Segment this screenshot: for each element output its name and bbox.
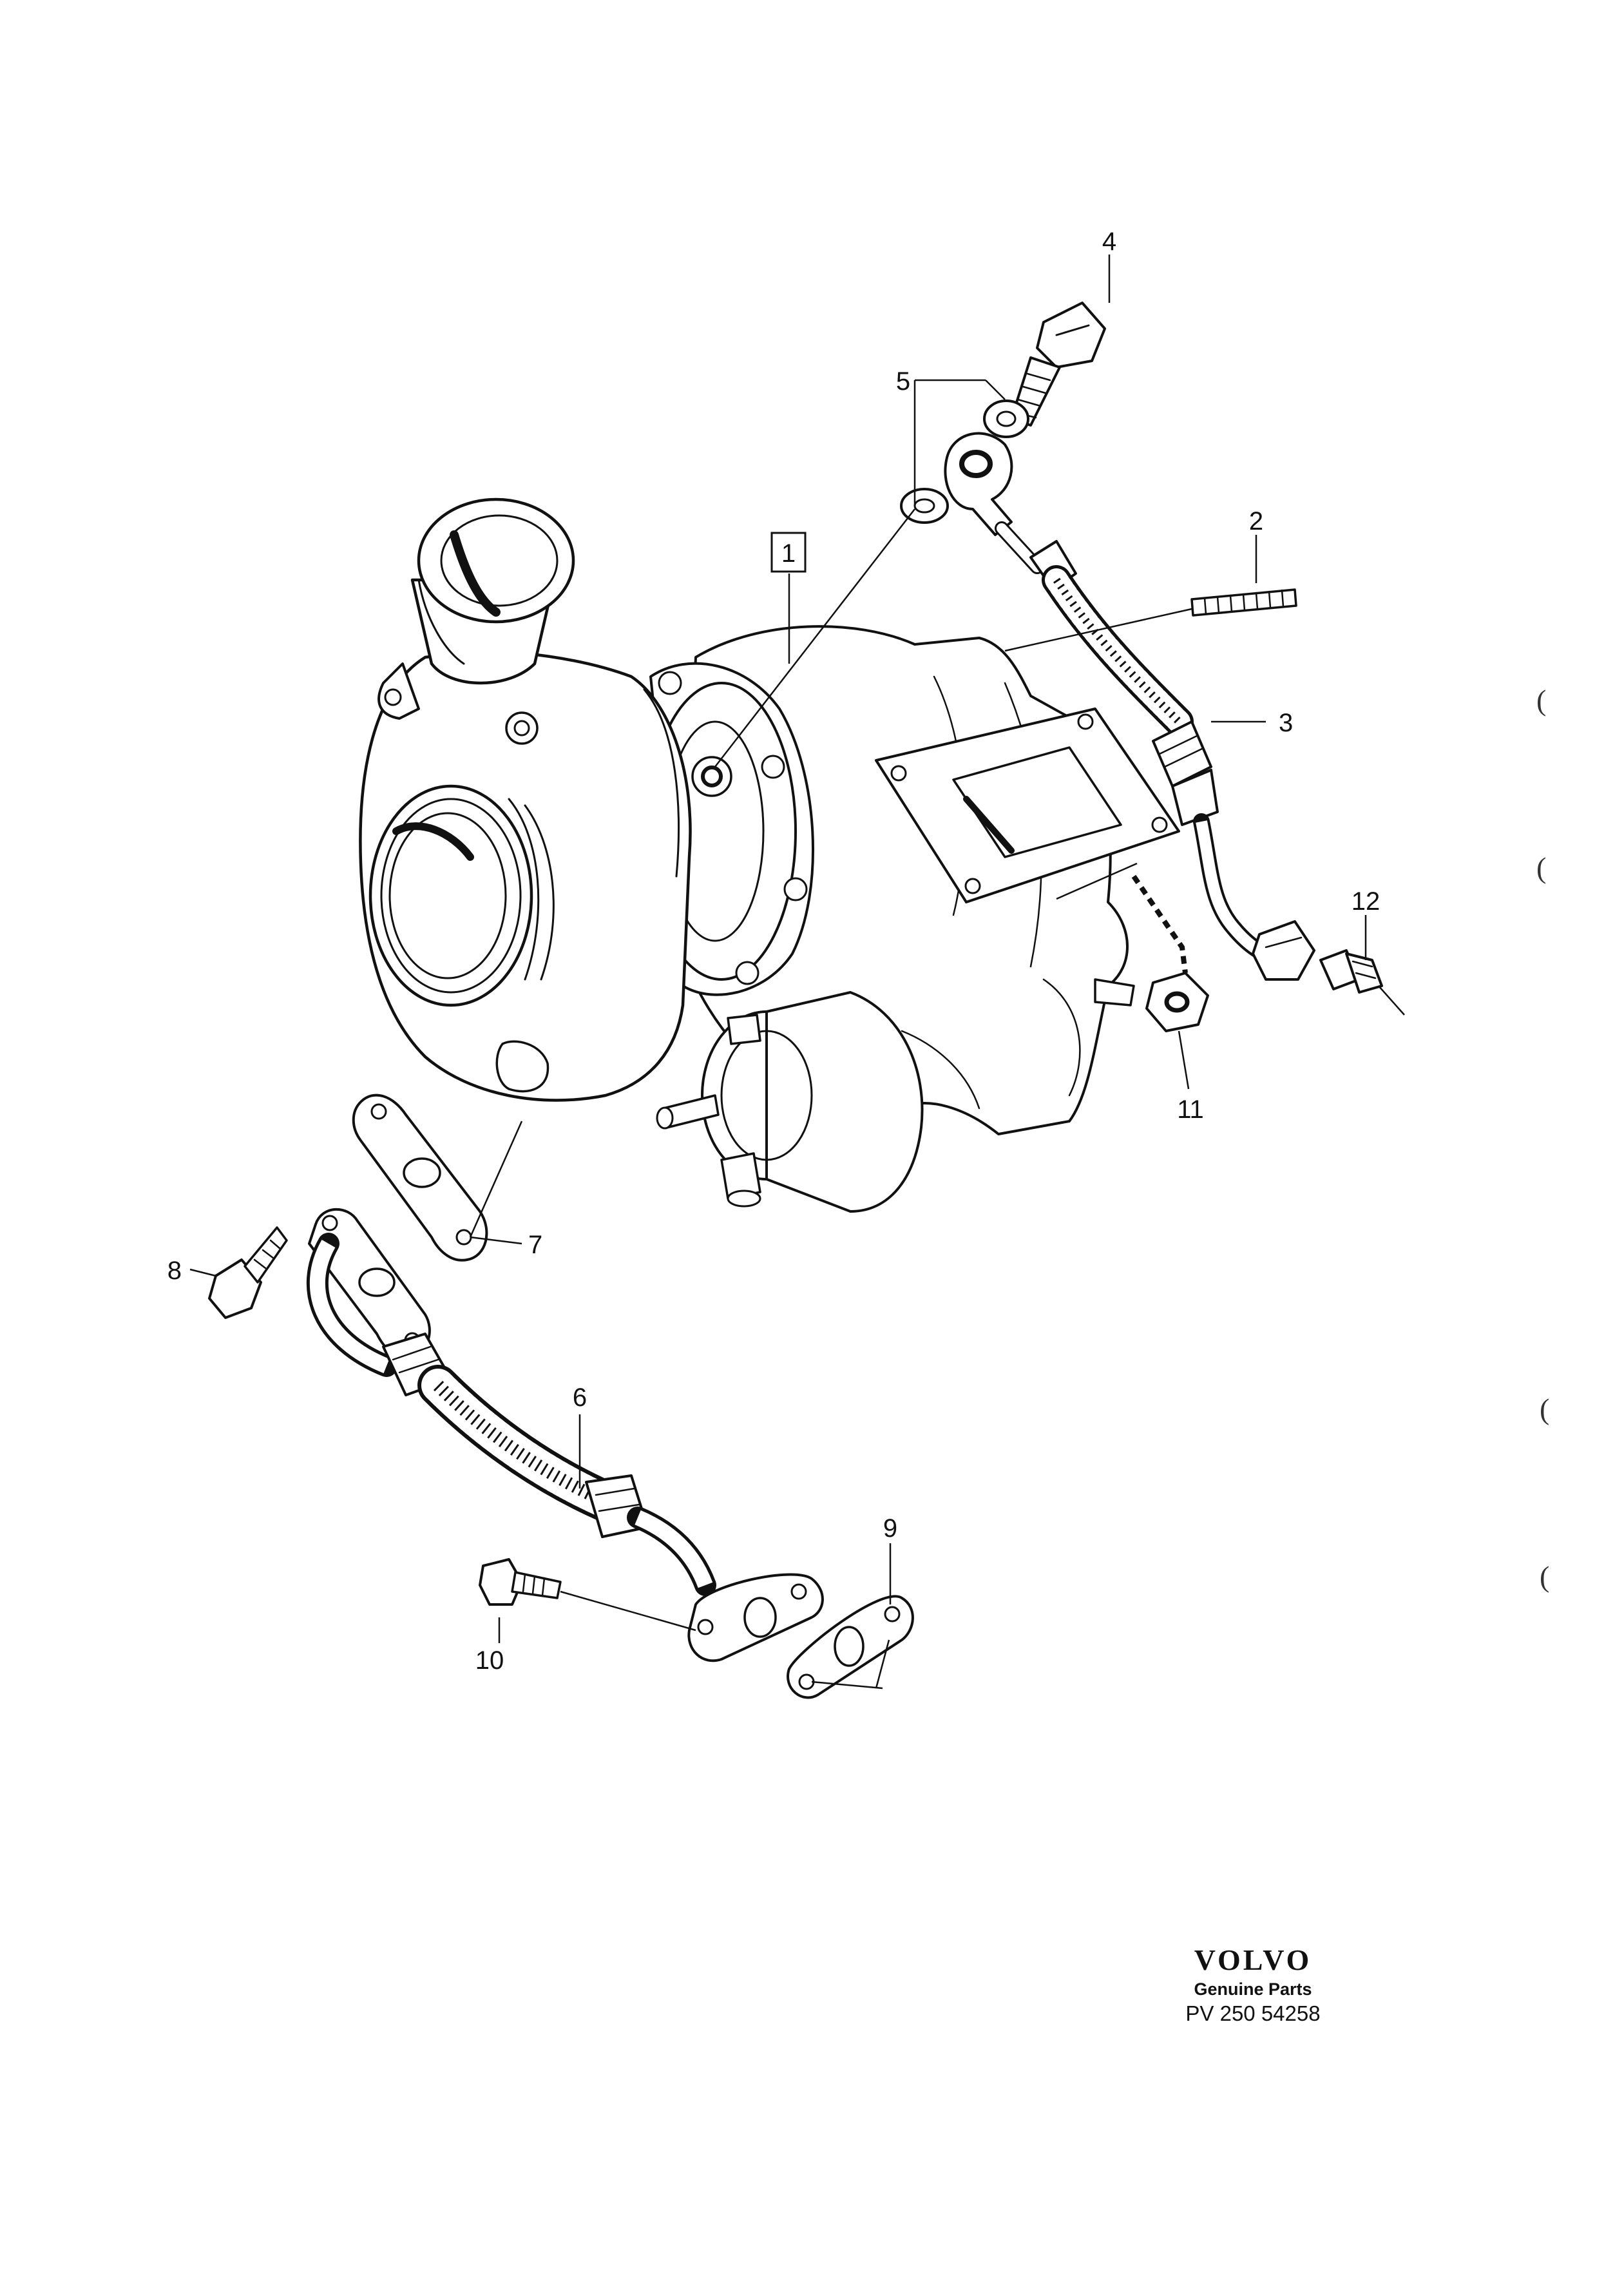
part-bolt-upper [208,1226,288,1319]
part-connector-adapter [1319,949,1383,994]
part-oil-feed-pipe [995,521,1315,981]
part-bolt-lower [479,1558,562,1606]
callout-12: 12 [1352,887,1380,916]
margin-mark-3: ( [1540,1392,1550,1425]
exhaust-inlet-flange [875,708,1180,903]
callout-8: 8 [167,1257,182,1285]
callouts: 1 2 3 4 5 6 7 8 9 10 11 12 [167,227,1380,1675]
part-gasket-upper [352,1093,488,1262]
assembly-line-stud-nut [1131,874,1188,974]
leader-lines [189,255,1405,1690]
turbocharger-assembly [359,497,1180,1213]
callout-2: 2 [1249,507,1263,535]
callout-6: 6 [573,1383,587,1412]
callout-3: 3 [1279,709,1293,737]
callout-11: 11 [1177,1095,1204,1124]
compressor-housing [359,497,692,1102]
wastegate-actuator [656,991,924,1213]
callout-5: 5 [896,367,910,396]
part-stud [1190,588,1297,617]
part-gasket-lower [787,1595,914,1699]
part-sealing-washer-upper [983,400,1029,438]
part-banjo-bolt [1010,302,1106,427]
illustration-code: PV 250 54258 [1185,2001,1321,2025]
callout-1-box [770,532,807,573]
callout-1: 1 [781,539,796,568]
margin-mark-1: ( [1536,684,1547,717]
callout-9: 9 [883,1514,897,1543]
part-nut [1145,972,1209,1032]
callout-7: 7 [528,1231,542,1259]
margin-mark-4: ( [1540,1560,1550,1593]
banjo-fitting [944,432,1013,536]
brand-block: VOLVO Genuine Parts PV 250 54258 [1156,1943,1350,2027]
part-oil-return-pipe [306,1208,824,1662]
callout-4: 4 [1102,227,1116,256]
volvo-logo: VOLVO [1194,1943,1312,1976]
callout-10: 10 [475,1646,504,1675]
margin-mark-2: ( [1536,851,1547,884]
genuine-parts-label: Genuine Parts [1194,1980,1312,1999]
